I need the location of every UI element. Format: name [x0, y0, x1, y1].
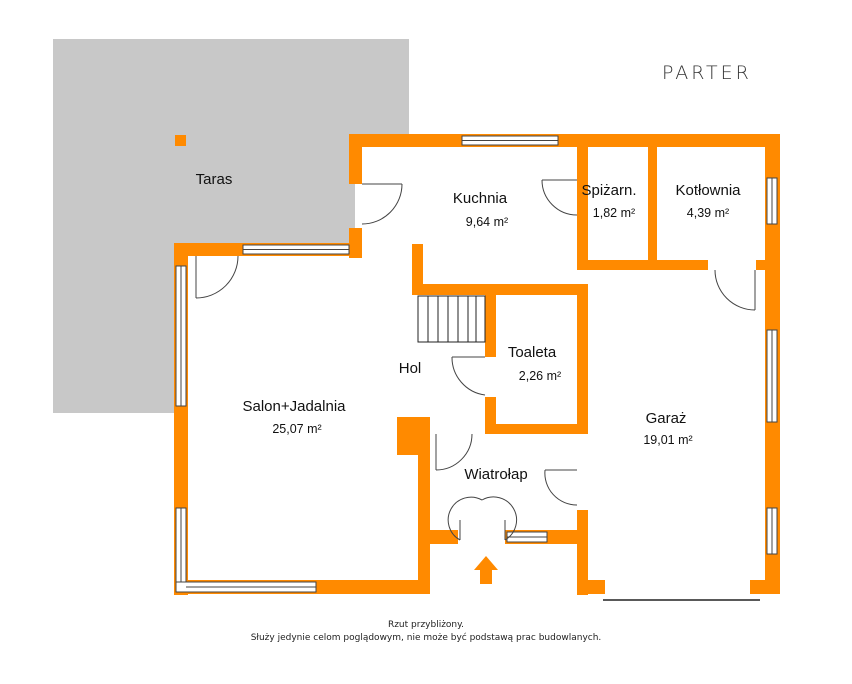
room-area-kotlownia: 4,39 m²: [686, 206, 730, 220]
room-label-kuchnia: Kuchnia: [452, 190, 508, 207]
room-area-toaleta: 2,26 m²: [518, 369, 562, 383]
room-label-wiatrolap: Wiatrołap: [464, 466, 528, 483]
room-label-toaleta: Toaleta: [507, 344, 557, 361]
doors: [195, 179, 760, 601]
house-floor: [183, 141, 775, 595]
room-label-garaz: Garaż: [645, 410, 687, 427]
room-label-spizarnia: Spiżarn.: [581, 182, 637, 199]
disclaimer-line-2: Służy jedynie celom poglądowym, nie może…: [250, 633, 602, 643]
room-label-taras: Taras: [195, 171, 233, 188]
disclaimer-line-1: Rzut przybliżony.: [387, 620, 465, 630]
room-label-kotlownia: Kotłownia: [675, 182, 741, 199]
plan-title: PARTER: [662, 62, 752, 84]
entrance-arrow-icon: [474, 556, 498, 584]
room-area-salon: 25,07 m²: [272, 422, 322, 436]
room-area-garaz: 19,01 m²: [643, 433, 693, 447]
stairs: [417, 295, 486, 343]
room-label-salon: Salon+Jadalnia: [242, 398, 346, 415]
room-area-spizarnia: 1,82 m²: [592, 206, 636, 220]
windows: [175, 135, 778, 593]
room-area-kuchnia: 9,64 m²: [465, 215, 509, 229]
room-label-hol: Hol: [398, 360, 422, 377]
